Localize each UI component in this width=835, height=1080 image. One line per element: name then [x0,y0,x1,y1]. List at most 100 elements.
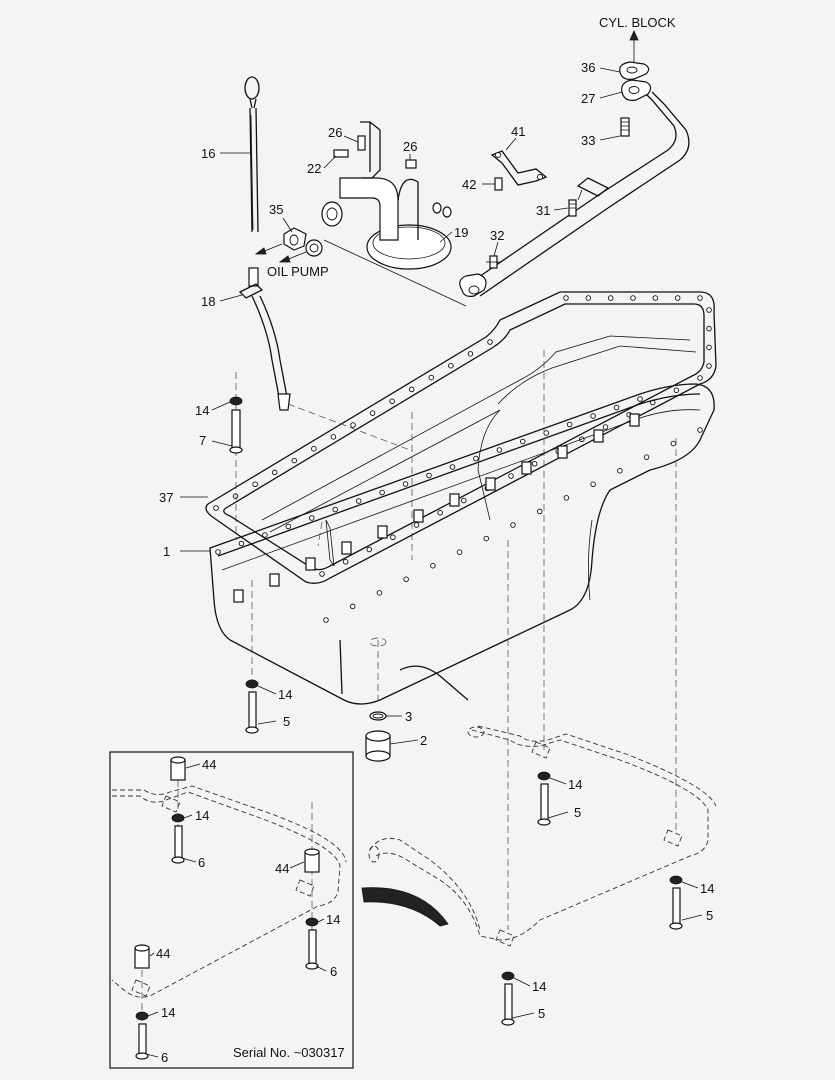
bolt-hole [697,375,703,381]
bolt-hole [262,532,268,538]
serial-number-label: Serial No. ~030317 [233,1045,345,1060]
bolt-hole [697,295,703,301]
bolt-hole [585,295,592,301]
bolt-hole [536,508,543,515]
bolt-hole [428,374,435,381]
inset-callout-44-top: 44 [202,757,216,772]
bolt-hole [531,461,538,467]
callout-5-left: 5 [283,714,290,729]
inset-callout-44-mid: 44 [275,861,289,876]
bolt-hole [613,404,620,411]
bolt-hole [323,617,329,623]
callout-41: 41 [511,124,525,139]
bolt-hole [602,424,609,430]
callout-14-bottom: 14 [532,979,546,994]
bolt-hole [673,387,680,394]
bolt-hole [319,571,325,577]
inset-callout-14-low: 14 [161,1005,175,1020]
bolt-hole [637,396,643,402]
bolt-hole [390,534,396,541]
bolt-hole [706,325,712,332]
bolt-hole [563,295,569,301]
callout-42: 42 [462,177,476,192]
bolt-hole [232,493,239,499]
mounting-bolts [229,396,683,1026]
bolt-hole [285,523,292,530]
inset-callout-6-low: 6 [161,1050,168,1065]
bolt-hole [487,339,493,345]
bolt-hole [566,421,573,428]
bolt-hole [510,522,516,528]
bolt-hole [630,295,636,301]
bolt-hole [332,506,338,513]
bolt-hole [652,295,659,301]
bolt-hole [697,427,703,433]
bolt-hole [508,473,514,479]
pan-rib [233,589,244,603]
dipstick-assembly [238,76,291,411]
bolt-hole [402,481,409,487]
bolt-hole [376,590,383,596]
bolt-hole [408,386,415,393]
oil-pipe-assembly [459,30,690,297]
bolt-hole [473,455,479,462]
leader-lines [145,67,703,1058]
callout-7: 7 [199,433,206,448]
view-arrow [361,887,449,927]
bolt-hole [449,464,456,470]
callout-32: 32 [490,228,504,243]
callout-35: 35 [269,202,283,217]
bolt-hole [291,457,298,464]
bolt-hole [369,410,376,416]
oil-pump-label: OIL PUMP [267,264,329,279]
callout-14-mid: 14 [568,777,582,792]
bolt-hole [706,307,712,313]
bolt-hole [674,295,681,301]
drain-plug-assembly [365,711,391,762]
callout-5-mid: 5 [574,805,581,820]
callout-18: 18 [201,294,215,309]
bolt-hole [426,472,432,479]
bolt-hole [563,495,570,501]
callout-26-right: 26 [403,139,417,154]
bolt-hole [617,467,623,474]
bolt-hole [590,413,596,419]
callout-27: 27 [581,91,595,106]
bolt-hole [403,576,409,583]
callout-14-upper: 14 [195,403,209,418]
pan-rib [341,541,352,555]
inset-callout-44-low: 44 [156,946,170,961]
pan-rib [557,445,568,459]
bolt-hole [448,362,454,369]
bolt-hole [520,438,526,445]
cyl-block-label: CYL. BLOCK [599,15,676,30]
bolt-hole [456,549,463,555]
bolt-hole [483,535,490,542]
callout-14-right: 14 [700,881,714,896]
bolt-hole [350,422,356,428]
oil-strainer-assembly [254,121,467,307]
bolt-hole [213,505,219,511]
oil-pan-gasket [205,291,717,584]
callout-14-left: 14 [278,687,292,702]
callout-26-left: 26 [328,125,342,140]
bolt-hole [238,540,245,547]
callout-31: 31 [536,203,550,218]
bolt-hole [330,434,337,440]
bolt-hole [590,481,596,488]
pan-rib [593,429,604,443]
inset-callout-6-top: 6 [198,855,205,870]
bolt-hole [379,489,385,496]
pan-rib [413,509,424,523]
pan-rib [521,461,532,475]
pan-rib [305,557,316,571]
bolt-hole [706,344,712,351]
pan-rib [269,573,280,587]
bolt-hole [430,562,436,569]
bolt-hole [342,559,349,565]
bolt-hole [252,481,258,488]
callout-22: 22 [307,161,321,176]
bolt-hole [543,430,549,436]
callout-16: 16 [201,146,215,161]
bolt-hole [670,440,677,447]
